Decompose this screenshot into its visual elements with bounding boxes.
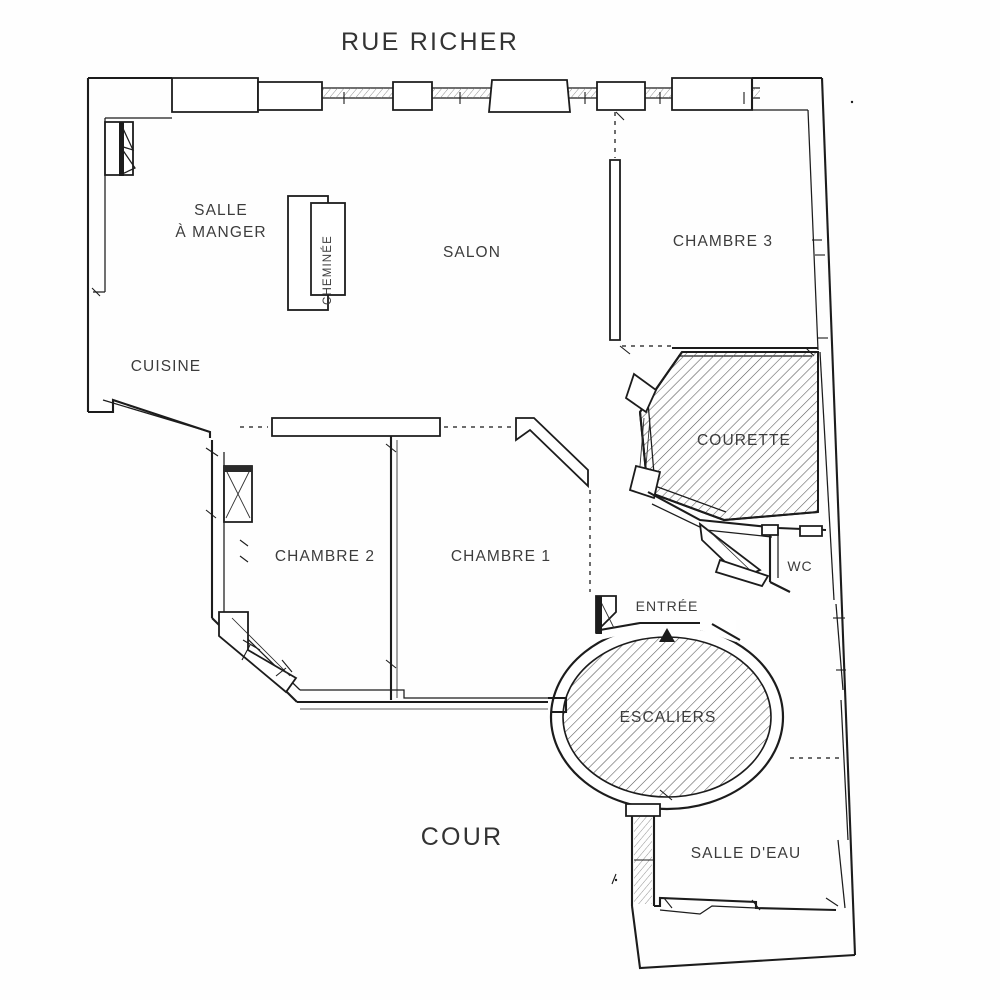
room-label-salon: SALON — [443, 244, 501, 261]
escaliers-area — [548, 595, 840, 906]
street-facade-windows — [171, 76, 822, 113]
cuisine-window-detail — [223, 465, 253, 523]
cheminee-shape — [287, 195, 346, 311]
room-label-escaliers: ESCALIERS — [619, 709, 717, 726]
building-outline — [86, 76, 548, 710]
annotation-marks — [91, 100, 854, 885]
wc-area — [647, 491, 827, 593]
salle-a-manger-line2: À MANGER — [175, 224, 267, 241]
room-label-wc: WC — [787, 558, 813, 574]
right-exterior-wall — [807, 77, 857, 956]
room-label-entree: ENTRÉE — [635, 598, 699, 614]
entrance-arrow-icon — [659, 628, 675, 642]
room-label-chambre-1: CHAMBRE 1 — [450, 548, 552, 565]
room-label-chambre-3: CHAMBRE 3 — [672, 233, 774, 250]
salle-a-manger-line1: SALLE — [194, 202, 248, 219]
room-label-cheminee: CHEMINÉE — [322, 235, 334, 305]
salon-chambre3-partition — [609, 112, 672, 347]
street-name-label: RUE RICHER — [340, 28, 520, 56]
interior-partitions — [240, 417, 591, 700]
chambre2-closet-wedge — [218, 611, 298, 694]
room-label-cuisine: CUISINE — [130, 358, 202, 375]
room-label-salle-deau: SALLE D'EAU — [690, 845, 802, 862]
room-label-chambre-2: CHAMBRE 2 — [274, 548, 376, 565]
room-label-courette: COURETTE — [697, 432, 791, 449]
room-label-salle-a-manger: SALLE À MANGER — [175, 200, 266, 244]
courtyard-label: COUR — [420, 823, 504, 851]
dining-door-swing — [104, 121, 136, 176]
salle-deau-area — [630, 839, 856, 970]
